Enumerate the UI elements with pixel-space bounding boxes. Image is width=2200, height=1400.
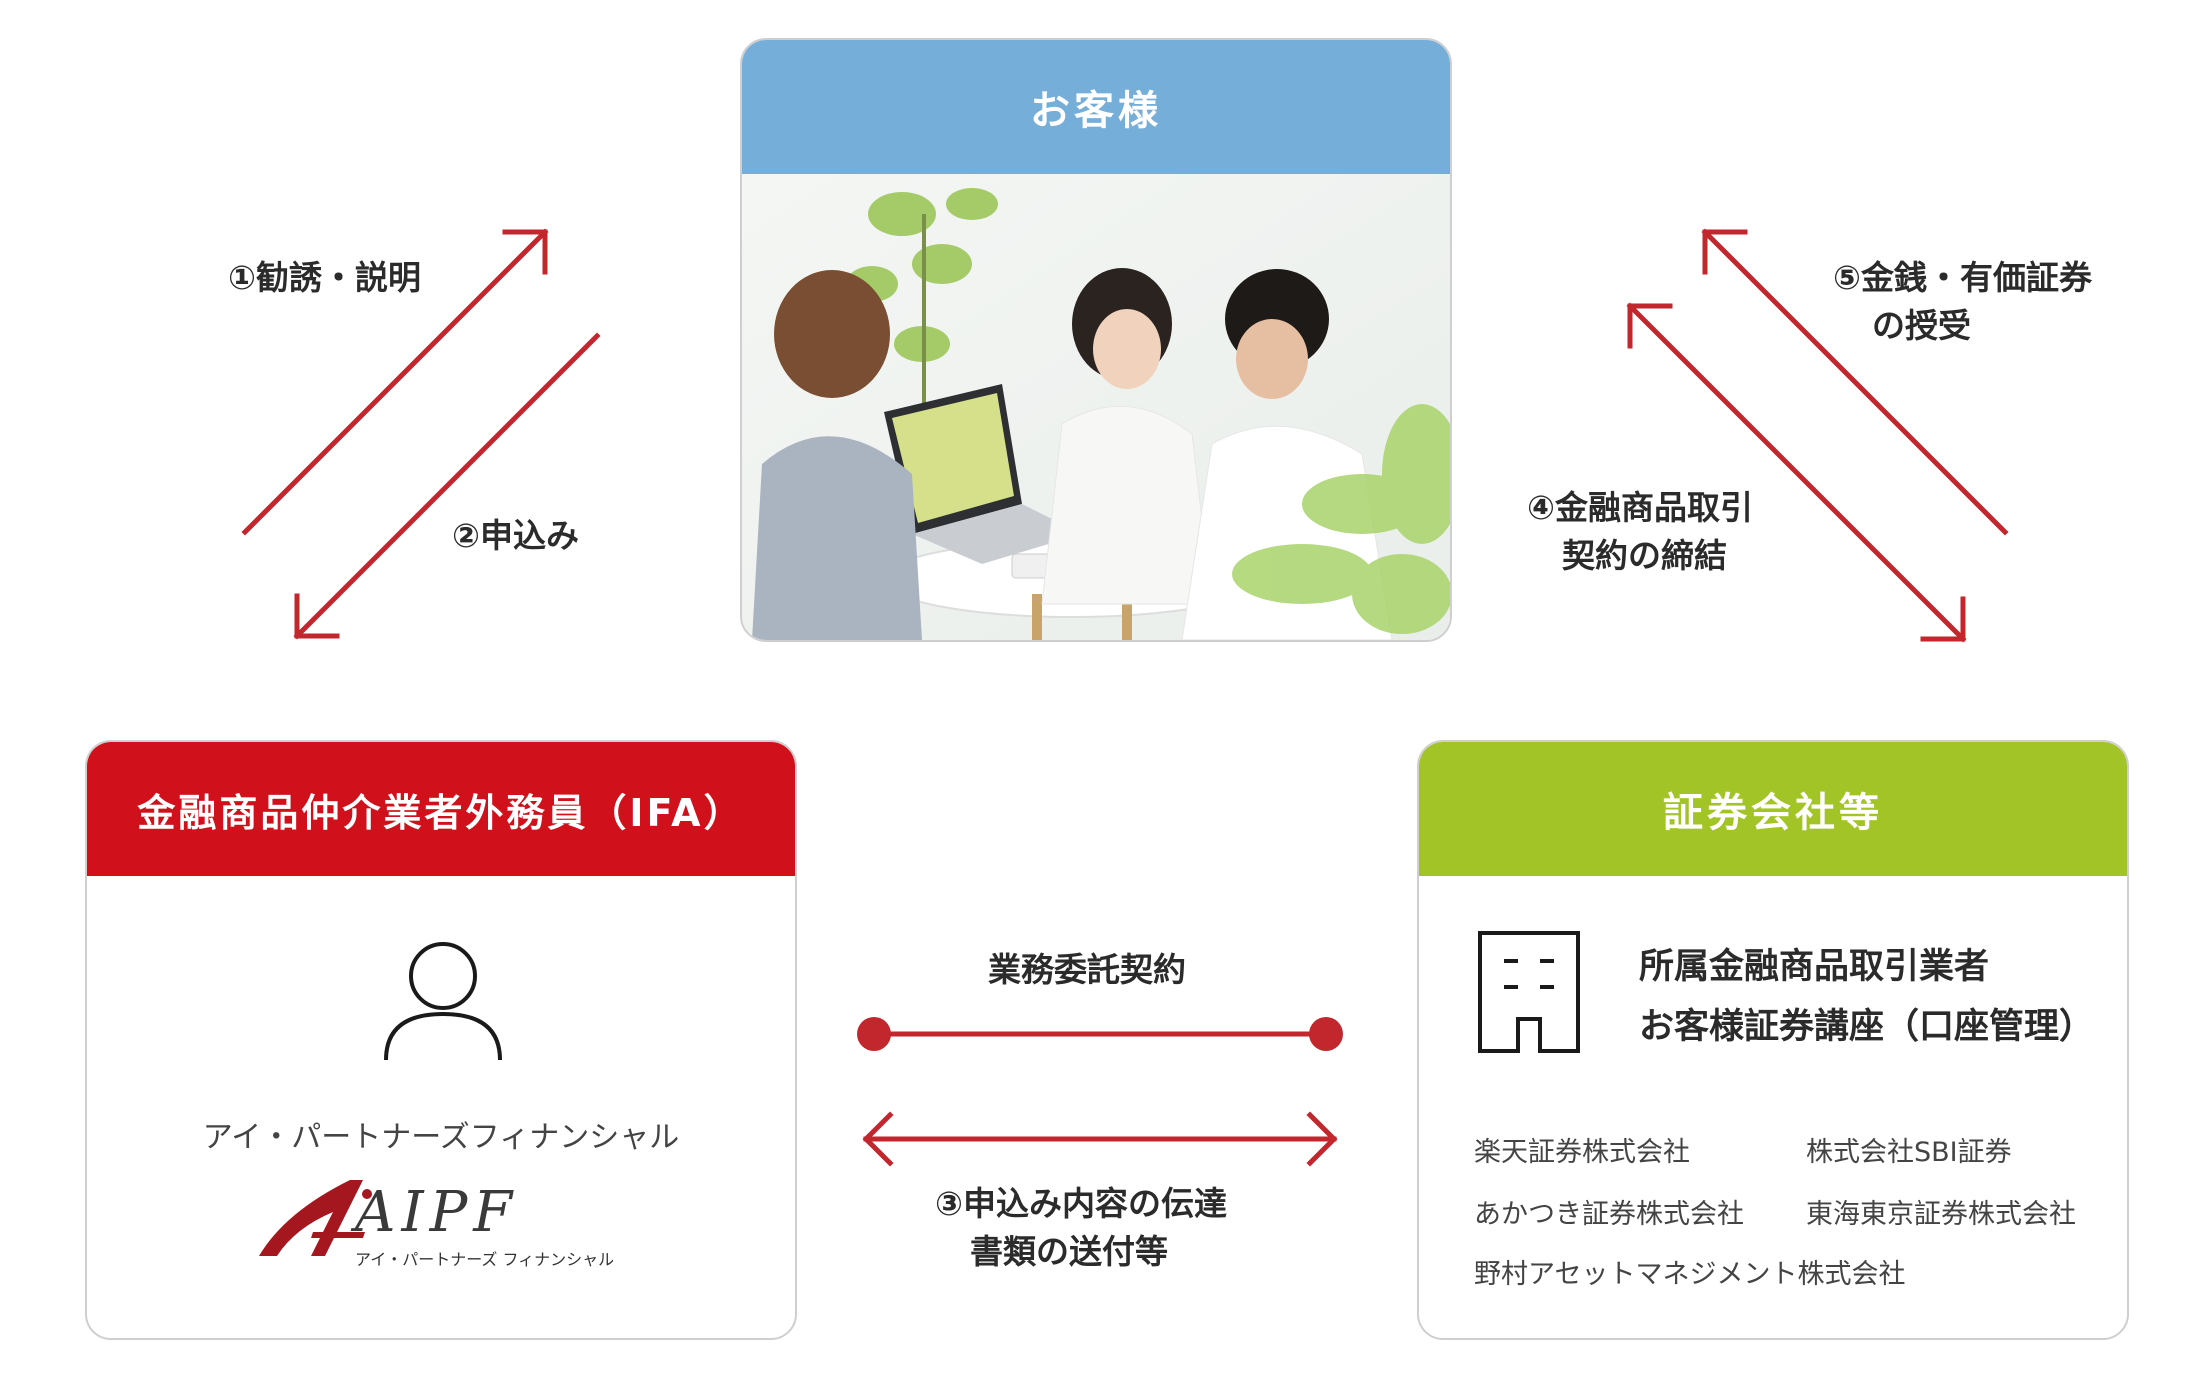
ifa-company-name: アイ・パートナーズフィナンシャル [87, 1112, 795, 1156]
broker-title: 所属金融商品取引業者 お客様証券講座（口座管理） [1639, 937, 2094, 1057]
broker-company: あかつき証券株式会社 [1474, 1192, 1744, 1231]
broker-title-line1: 所属金融商品取引業者 [1639, 937, 2094, 997]
broker-header: 証券会社等 [1419, 742, 2127, 876]
step2-label: ②申込み [452, 512, 579, 560]
step4-label-line2: 契約の締結 [1562, 532, 1727, 580]
broker-company: 東海東京証券株式会社 [1806, 1192, 2076, 1231]
step1-label: ①勧誘・説明 [228, 254, 421, 302]
broker-company: 株式会社SBI証券 [1806, 1130, 2012, 1169]
customer-consultation-photo [742, 174, 1450, 640]
aipf-logo-subtext: アイ・パートナーズ フィナンシャル [355, 1246, 614, 1270]
arrow-step3 [866, 1115, 1334, 1163]
step5-label-line2: の授受 [1872, 302, 1971, 350]
step4-label-line1: ④金融商品取引 [1527, 484, 1753, 532]
customer-card: お客様 [740, 38, 1452, 642]
aipf-logo-text: AIPF [355, 1180, 518, 1245]
customer-header: お客様 [742, 40, 1450, 174]
step3-label-line1: ③申込み内容の伝達 [935, 1180, 1227, 1228]
broker-title-line2: お客様証券講座（口座管理） [1639, 997, 2094, 1057]
ifa-header: 金融商品仲介業者外務員（IFA） [87, 742, 795, 876]
aipf-logo: AIPF アイ・パートナーズ フィナンシャル [255, 1172, 635, 1272]
broker-card: 証券会社等 所属金融商品取引業者 お客様証券講座（口座管理） 楽天証券株式会社 … [1417, 740, 2129, 1340]
step3-label-line2: 書類の送付等 [970, 1228, 1168, 1276]
person-icon [378, 936, 508, 1066]
ifa-card: 金融商品仲介業者外務員（IFA） アイ・パートナーズフィナンシャル AIPF ア… [85, 740, 797, 1340]
contract-dot-left [857, 1017, 891, 1051]
broker-company: 楽天証券株式会社 [1474, 1130, 1690, 1169]
step5-label-line1: ⑤金銭・有価証券 [1833, 254, 2092, 302]
contract-dot-right [1309, 1017, 1343, 1051]
contract-label: 業務委託契約 [988, 946, 1186, 994]
building-icon [1474, 927, 1584, 1057]
arrow-step4 [1630, 306, 1963, 639]
arrow-step2 [297, 336, 597, 636]
broker-company: 野村アセットマネジメント株式会社 [1474, 1252, 1905, 1291]
